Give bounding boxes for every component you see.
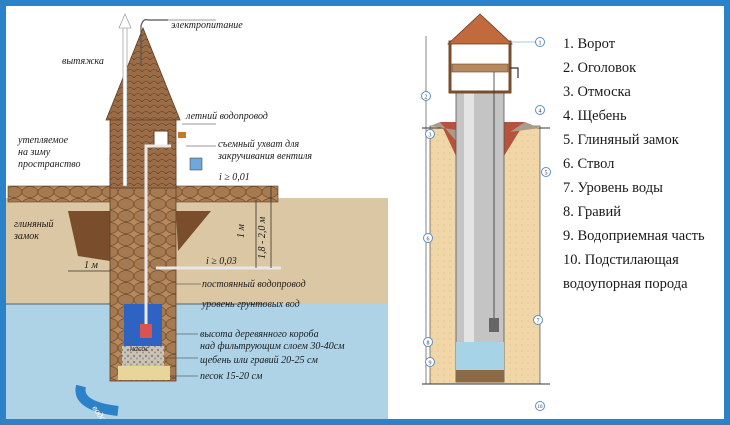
groundwater <box>6 304 388 419</box>
callout-3-text: 3 <box>429 133 432 139</box>
callout-5: 5 <box>541 167 551 177</box>
clay-lock <box>68 211 110 261</box>
callout-2: 2 <box>421 91 431 101</box>
legend-item-1: 1. Ворот <box>563 36 616 52</box>
label-summer-pipe: летний водопровод <box>185 111 268 122</box>
callout-10: 10 <box>535 401 545 411</box>
label-box-2: над фильтрующим слоем 30-40см <box>200 341 345 352</box>
well-gravel <box>122 346 164 366</box>
wellhouse-body <box>109 117 177 189</box>
label-gravel: щебень или гравий 20-25 см <box>200 355 318 366</box>
shaft <box>455 91 505 383</box>
callout-7: 7 <box>533 315 543 325</box>
concrete-well-diagram: 1 2 3 4 5 6 7 8 9 10 1. Ворот 2. Оголово… <box>400 6 724 419</box>
callout-6: 6 <box>423 233 433 243</box>
callout-5-text: 5 <box>545 171 548 177</box>
wooden-well-svg: электропитание вытяжка летний водопровод… <box>6 13 388 424</box>
label-insulated-3: пространство <box>18 159 81 170</box>
pump <box>140 324 152 338</box>
windlass <box>451 63 509 73</box>
wellhouse-window <box>153 130 169 146</box>
water-flow-arrow <box>75 384 119 416</box>
label-grip-2: закручивания вентиля <box>217 151 312 162</box>
label-vent: вытяжка <box>62 56 104 67</box>
label-box-1: высота деревянного короба <box>200 329 319 340</box>
label-slope-1: i ≥ 0,01 <box>219 172 250 183</box>
callout-8-text: 8 <box>427 341 430 347</box>
label-groundwater: уровень грунтовых вод <box>201 299 300 310</box>
label-insulated-2: на зиму <box>18 147 51 158</box>
legend-item-3: 3. Отмоска <box>563 84 631 100</box>
legend-item-10: 10. Подстилающая <box>563 252 679 268</box>
legend-item-9: 9. Водоприемная часть <box>563 228 705 244</box>
bucket <box>189 157 203 171</box>
gravel-left <box>430 122 456 141</box>
legend-item-5: 5. Глиняный замок <box>563 132 679 148</box>
bottom-gravel <box>456 370 504 382</box>
roof <box>446 13 514 45</box>
legend-item-4: 4. Щебень <box>563 108 627 124</box>
legend-item-8: 8. Гравий <box>563 204 622 220</box>
wellhouse-roof <box>105 26 181 121</box>
legend-item-7: 7. Уровень воды <box>563 180 663 196</box>
label-permanent-pipe: постоянный водопровод <box>202 279 306 290</box>
label-power: электропитание <box>171 20 243 31</box>
callout-4-text: 4 <box>539 109 542 115</box>
callout-3: 3 <box>425 129 435 139</box>
callout-10-text: 10 <box>538 405 544 410</box>
bucket-right <box>489 318 499 332</box>
label-pump: насос <box>130 344 149 353</box>
label-dim-1m-horizontal: 1 м <box>84 260 99 271</box>
label-slope-2: i ≥ 0,03 <box>206 256 237 267</box>
label-clay-2: замок <box>13 231 39 242</box>
vent-pipe <box>122 23 128 187</box>
label-insulated-1: утепляемое <box>17 135 69 146</box>
label-dim-1m-vertical: 1 м <box>236 224 247 239</box>
callout-7-text: 7 <box>537 319 540 325</box>
legend-item-2: 2. Оголовок <box>563 60 637 76</box>
crank <box>510 67 519 78</box>
label-grip-1: съемный ухват для <box>218 139 299 150</box>
callout-9: 9 <box>425 357 435 367</box>
legend-item-10-cont: водоупорная порода <box>563 276 688 292</box>
concrete-well-svg: 1 2 3 4 5 6 7 8 9 10 <box>421 13 551 411</box>
label-clay-1: глиняный <box>14 219 53 230</box>
label-sand: песок 15-20 см <box>200 371 263 382</box>
wooden-well-diagram: электропитание вытяжка летний водопровод… <box>6 6 388 424</box>
callout-9-text: 9 <box>429 361 432 367</box>
callout-1-text: 1 <box>539 41 542 47</box>
summer-faucet <box>178 132 186 138</box>
callout-6-text: 6 <box>427 237 430 243</box>
shaft-highlight <box>464 92 474 382</box>
vent-arrow <box>118 13 132 29</box>
pump-pipe <box>144 144 171 326</box>
legend-item-6: 6. Ствол <box>563 156 615 172</box>
callout-4: 4 <box>535 105 545 115</box>
well-sand <box>118 366 170 380</box>
gravel-right <box>510 122 540 132</box>
callout-8: 8 <box>423 337 433 347</box>
callout-1: 1 <box>510 37 545 47</box>
label-dim-depth: 1,8 - 2,0 м <box>257 216 268 259</box>
water-level <box>456 342 504 370</box>
clay-lock-right <box>176 211 211 251</box>
callout-2-text: 2 <box>425 95 428 101</box>
power-cable <box>140 19 168 66</box>
